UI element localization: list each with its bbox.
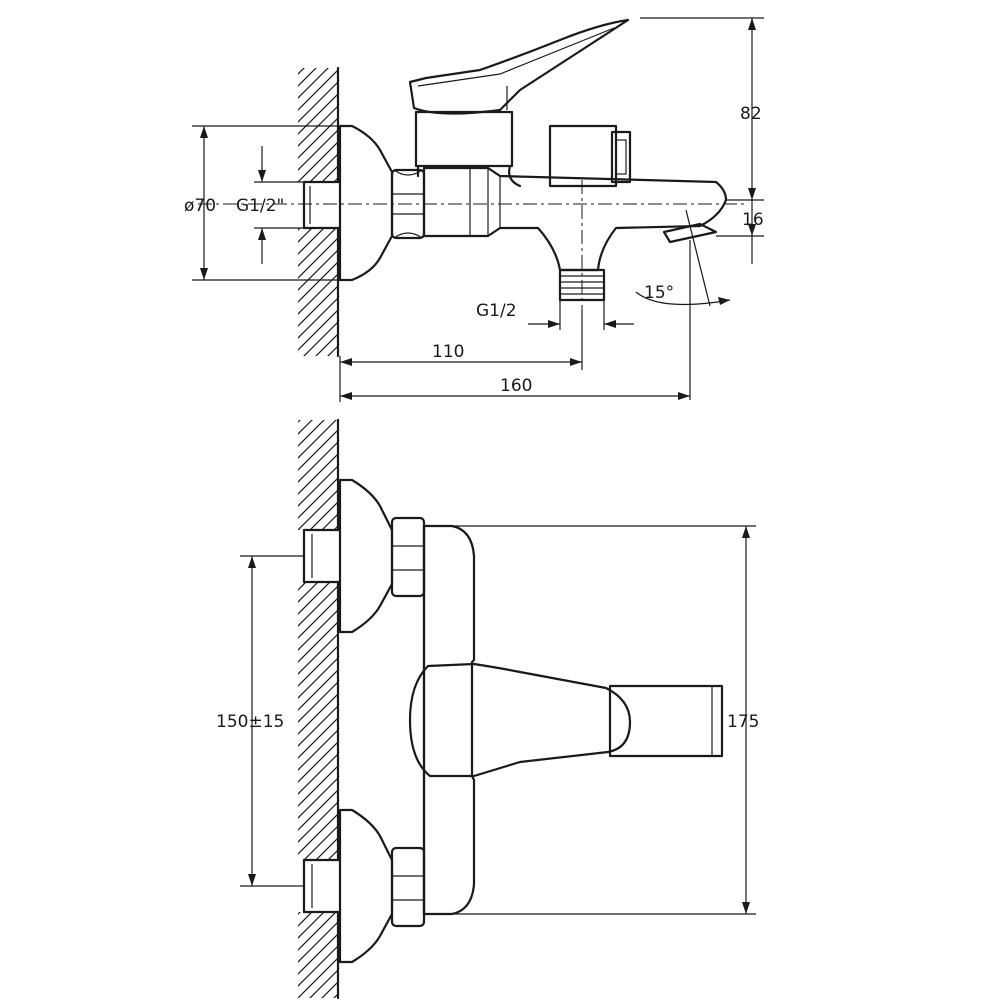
- wall-section-bottom: [298, 418, 342, 1000]
- label-depth-160: 160: [500, 376, 532, 396]
- wall-flange: [338, 124, 394, 282]
- diverter-knob: [548, 124, 632, 188]
- label-outlet-110: 110: [432, 342, 464, 362]
- dim-angle-15: [635, 209, 731, 400]
- label-inlet-thread: G1/2": [236, 196, 284, 216]
- lever-handle: [408, 18, 630, 115]
- dim-height-82: [640, 17, 764, 201]
- dim-outlet-110: [339, 310, 583, 402]
- mixer-body-front: [422, 524, 476, 916]
- lever-handle-front: [408, 662, 632, 778]
- lower-wall-flange: [338, 808, 394, 964]
- upper-hex-nut: [390, 516, 426, 598]
- spout-aerator: [662, 222, 718, 244]
- label-height-82: 82: [740, 104, 762, 124]
- upper-wall-flange: [338, 478, 394, 634]
- label-outlet-thread: G1/2: [476, 301, 517, 321]
- front-view: 150±15 175: [216, 418, 759, 1000]
- spout-front: [608, 684, 724, 758]
- dim-inlet-spacing: [240, 555, 304, 887]
- dim-depth-160: [340, 392, 690, 400]
- side-view: ø70 G1/2" 82 16: [184, 17, 764, 402]
- dim-flange-diameter: [192, 125, 340, 281]
- wall-section-top: [298, 66, 342, 358]
- lower-hex-nut: [390, 846, 426, 928]
- dim-inlet-thread: [254, 146, 304, 264]
- mixer-body: [408, 18, 728, 272]
- dim-spout-16: [716, 200, 764, 264]
- dim-body-height: [452, 525, 756, 915]
- label-inlet-spacing: 150±15: [216, 712, 284, 732]
- label-angle-15: 15°: [644, 283, 674, 303]
- dim-outlet-thread: [528, 300, 634, 330]
- label-spout-16: 16: [742, 210, 764, 230]
- label-flange-diameter: ø70: [184, 196, 216, 216]
- label-body-height: 175: [727, 712, 759, 732]
